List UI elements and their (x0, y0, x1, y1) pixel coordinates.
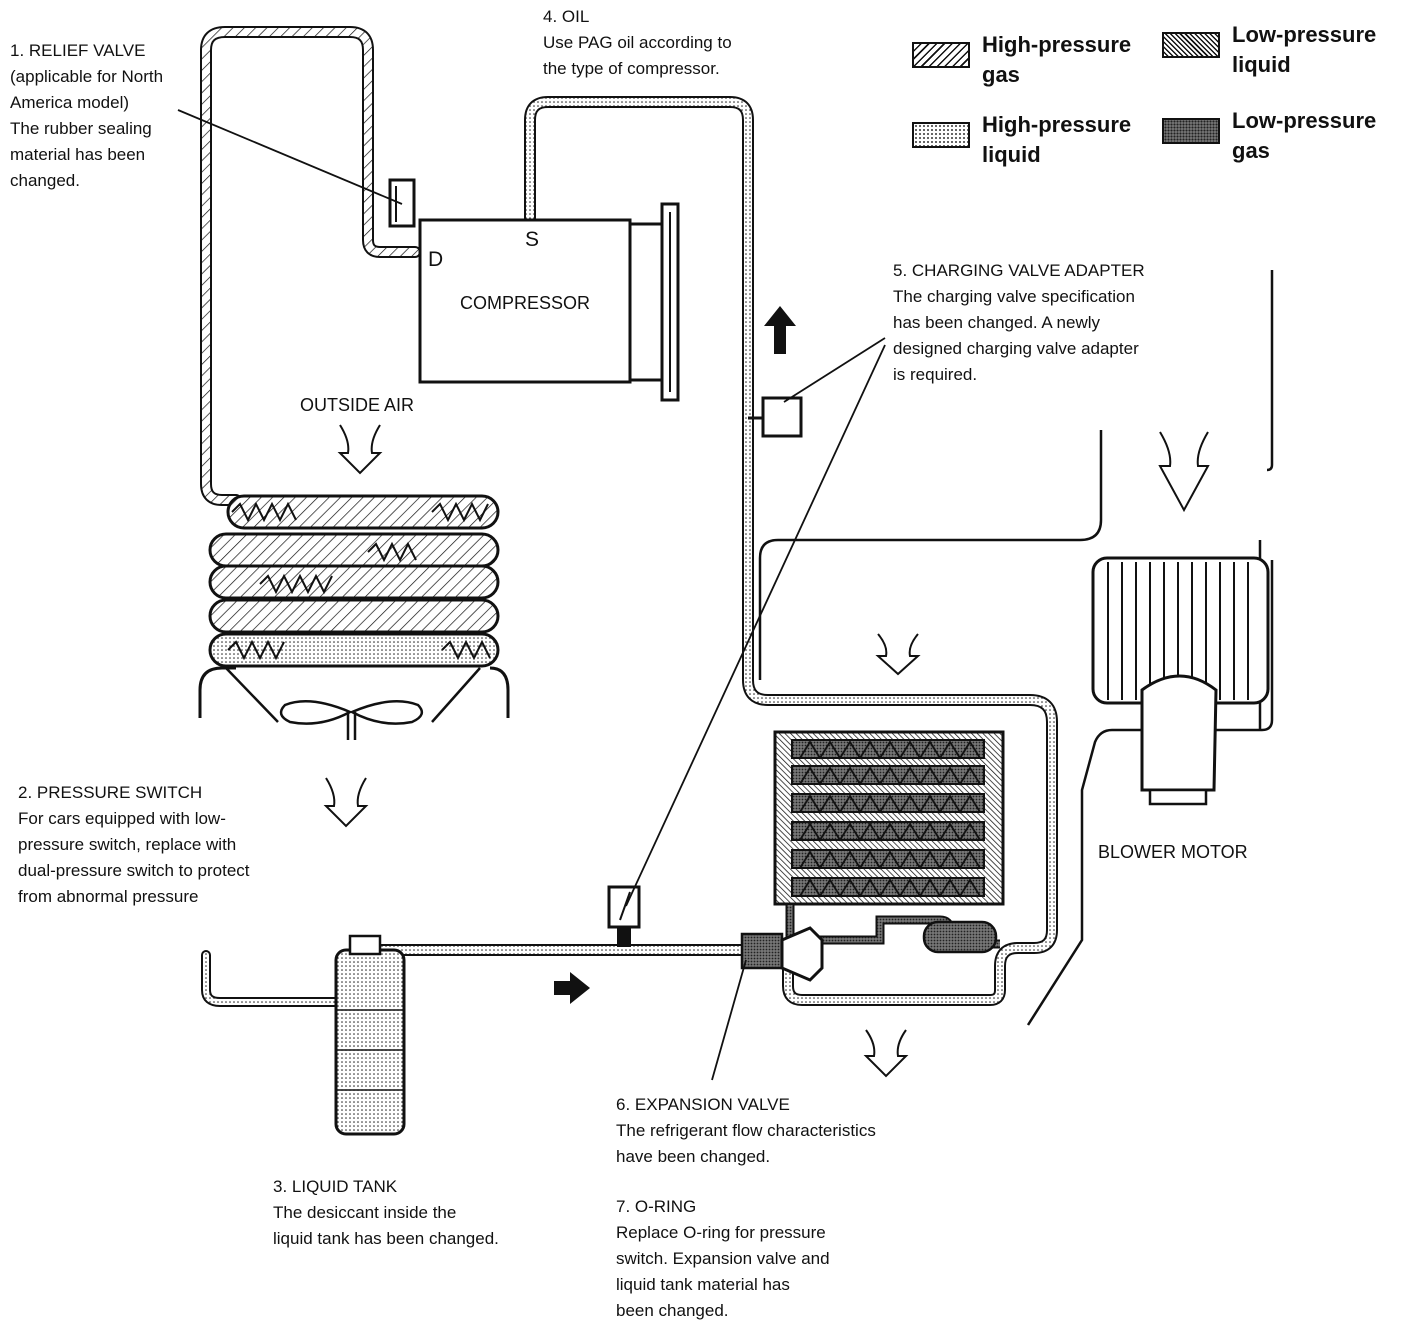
note-title: 3. LIQUID TANK (273, 1177, 398, 1196)
low-pressure-gas-line (524, 96, 1058, 1006)
legend-label: Low-pressure liquid (1232, 22, 1377, 77)
note-title: 7. O-RING (616, 1197, 697, 1216)
note-title: 1. RELIEF VALVE (10, 41, 146, 60)
condenser-fan (225, 667, 481, 740)
note-body: Use PAG oil according to the type of com… (543, 33, 732, 78)
note-o-ring: 7. O-RING Replace O-ring for pressure sw… (616, 1194, 830, 1324)
note-pressure-switch: 2. PRESSURE SWITCH For cars equipped wit… (18, 780, 250, 910)
condenser-return-line (489, 666, 510, 718)
note-body: The desiccant inside the liquid tank has… (273, 1203, 499, 1248)
suction-port-label: S (525, 228, 540, 251)
high-pressure-liquid-line (201, 944, 756, 1121)
note-body: (applicable for North America model) The… (10, 67, 164, 190)
compressor (418, 202, 680, 402)
hatch-dense-swatch (1162, 32, 1220, 58)
evaporator (773, 730, 1005, 954)
condenser-outlet-line (198, 666, 236, 718)
right-arrow-icon (554, 972, 590, 1004)
note-title: 4. OIL (543, 7, 590, 26)
legend-low-pressure-liquid: Low-pressure liquid (1162, 20, 1376, 80)
outside-air-label: OUTSIDE AIR (300, 395, 415, 415)
leader-lines (177, 109, 886, 1081)
expansion-valve (740, 926, 824, 982)
legend-label: High-pressure gas (982, 32, 1132, 87)
high-pressure-gas-line (200, 26, 421, 506)
note-relief-valve: 1. RELIEF VALVE (applicable for North Am… (10, 38, 163, 194)
airflow-arrows (323, 424, 1210, 1078)
note-oil: 4. OIL Use PAG oil according to the type… (543, 4, 732, 82)
hatch-light-swatch (912, 42, 970, 68)
charging-valve-adapter (748, 396, 803, 438)
discharge-port-label: D (428, 248, 444, 271)
note-title: 5. CHARGING VALVE ADAPTER (893, 261, 1145, 280)
legend-label: High-pressure liquid (982, 112, 1132, 167)
flow-arrows (554, 306, 796, 1004)
legend-low-pressure-gas: Low-pressure gas (1162, 106, 1376, 166)
condenser (208, 494, 500, 668)
note-body: Replace O-ring for pressure switch. Expa… (616, 1223, 830, 1320)
blower-motor-label: BLOWER MOTOR (1098, 842, 1248, 862)
relief-valve (388, 178, 416, 228)
note-body: The charging valve specification has bee… (893, 287, 1139, 384)
legend-high-pressure-liquid: High-pressure liquid (912, 110, 1131, 170)
up-arrow-icon (764, 306, 796, 354)
dots-swatch (912, 122, 970, 148)
legend-label: Low-pressure gas (1232, 108, 1377, 163)
dark-dots-swatch (1162, 118, 1220, 144)
note-liquid-tank: 3. LIQUID TANK The desiccant inside the … (273, 1174, 499, 1252)
note-expansion-valve: 6. EXPANSION VALVE The refrigerant flow … (616, 1092, 876, 1170)
compressor-label: COMPRESSOR (460, 293, 591, 313)
legend-high-pressure-gas: High-pressure gas (912, 30, 1131, 90)
liquid-tank (334, 934, 406, 1136)
note-body: For cars equipped with low- pressure swi… (18, 809, 250, 906)
note-body: The refrigerant flow characteristics hav… (616, 1121, 876, 1166)
pressure-switch (607, 885, 641, 947)
note-charging-valve-adapter: 5. CHARGING VALVE ADAPTER The charging v… (893, 258, 1145, 388)
blower-motor (1140, 674, 1218, 806)
note-title: 6. EXPANSION VALVE (616, 1095, 790, 1114)
note-title: 2. PRESSURE SWITCH (18, 783, 203, 802)
